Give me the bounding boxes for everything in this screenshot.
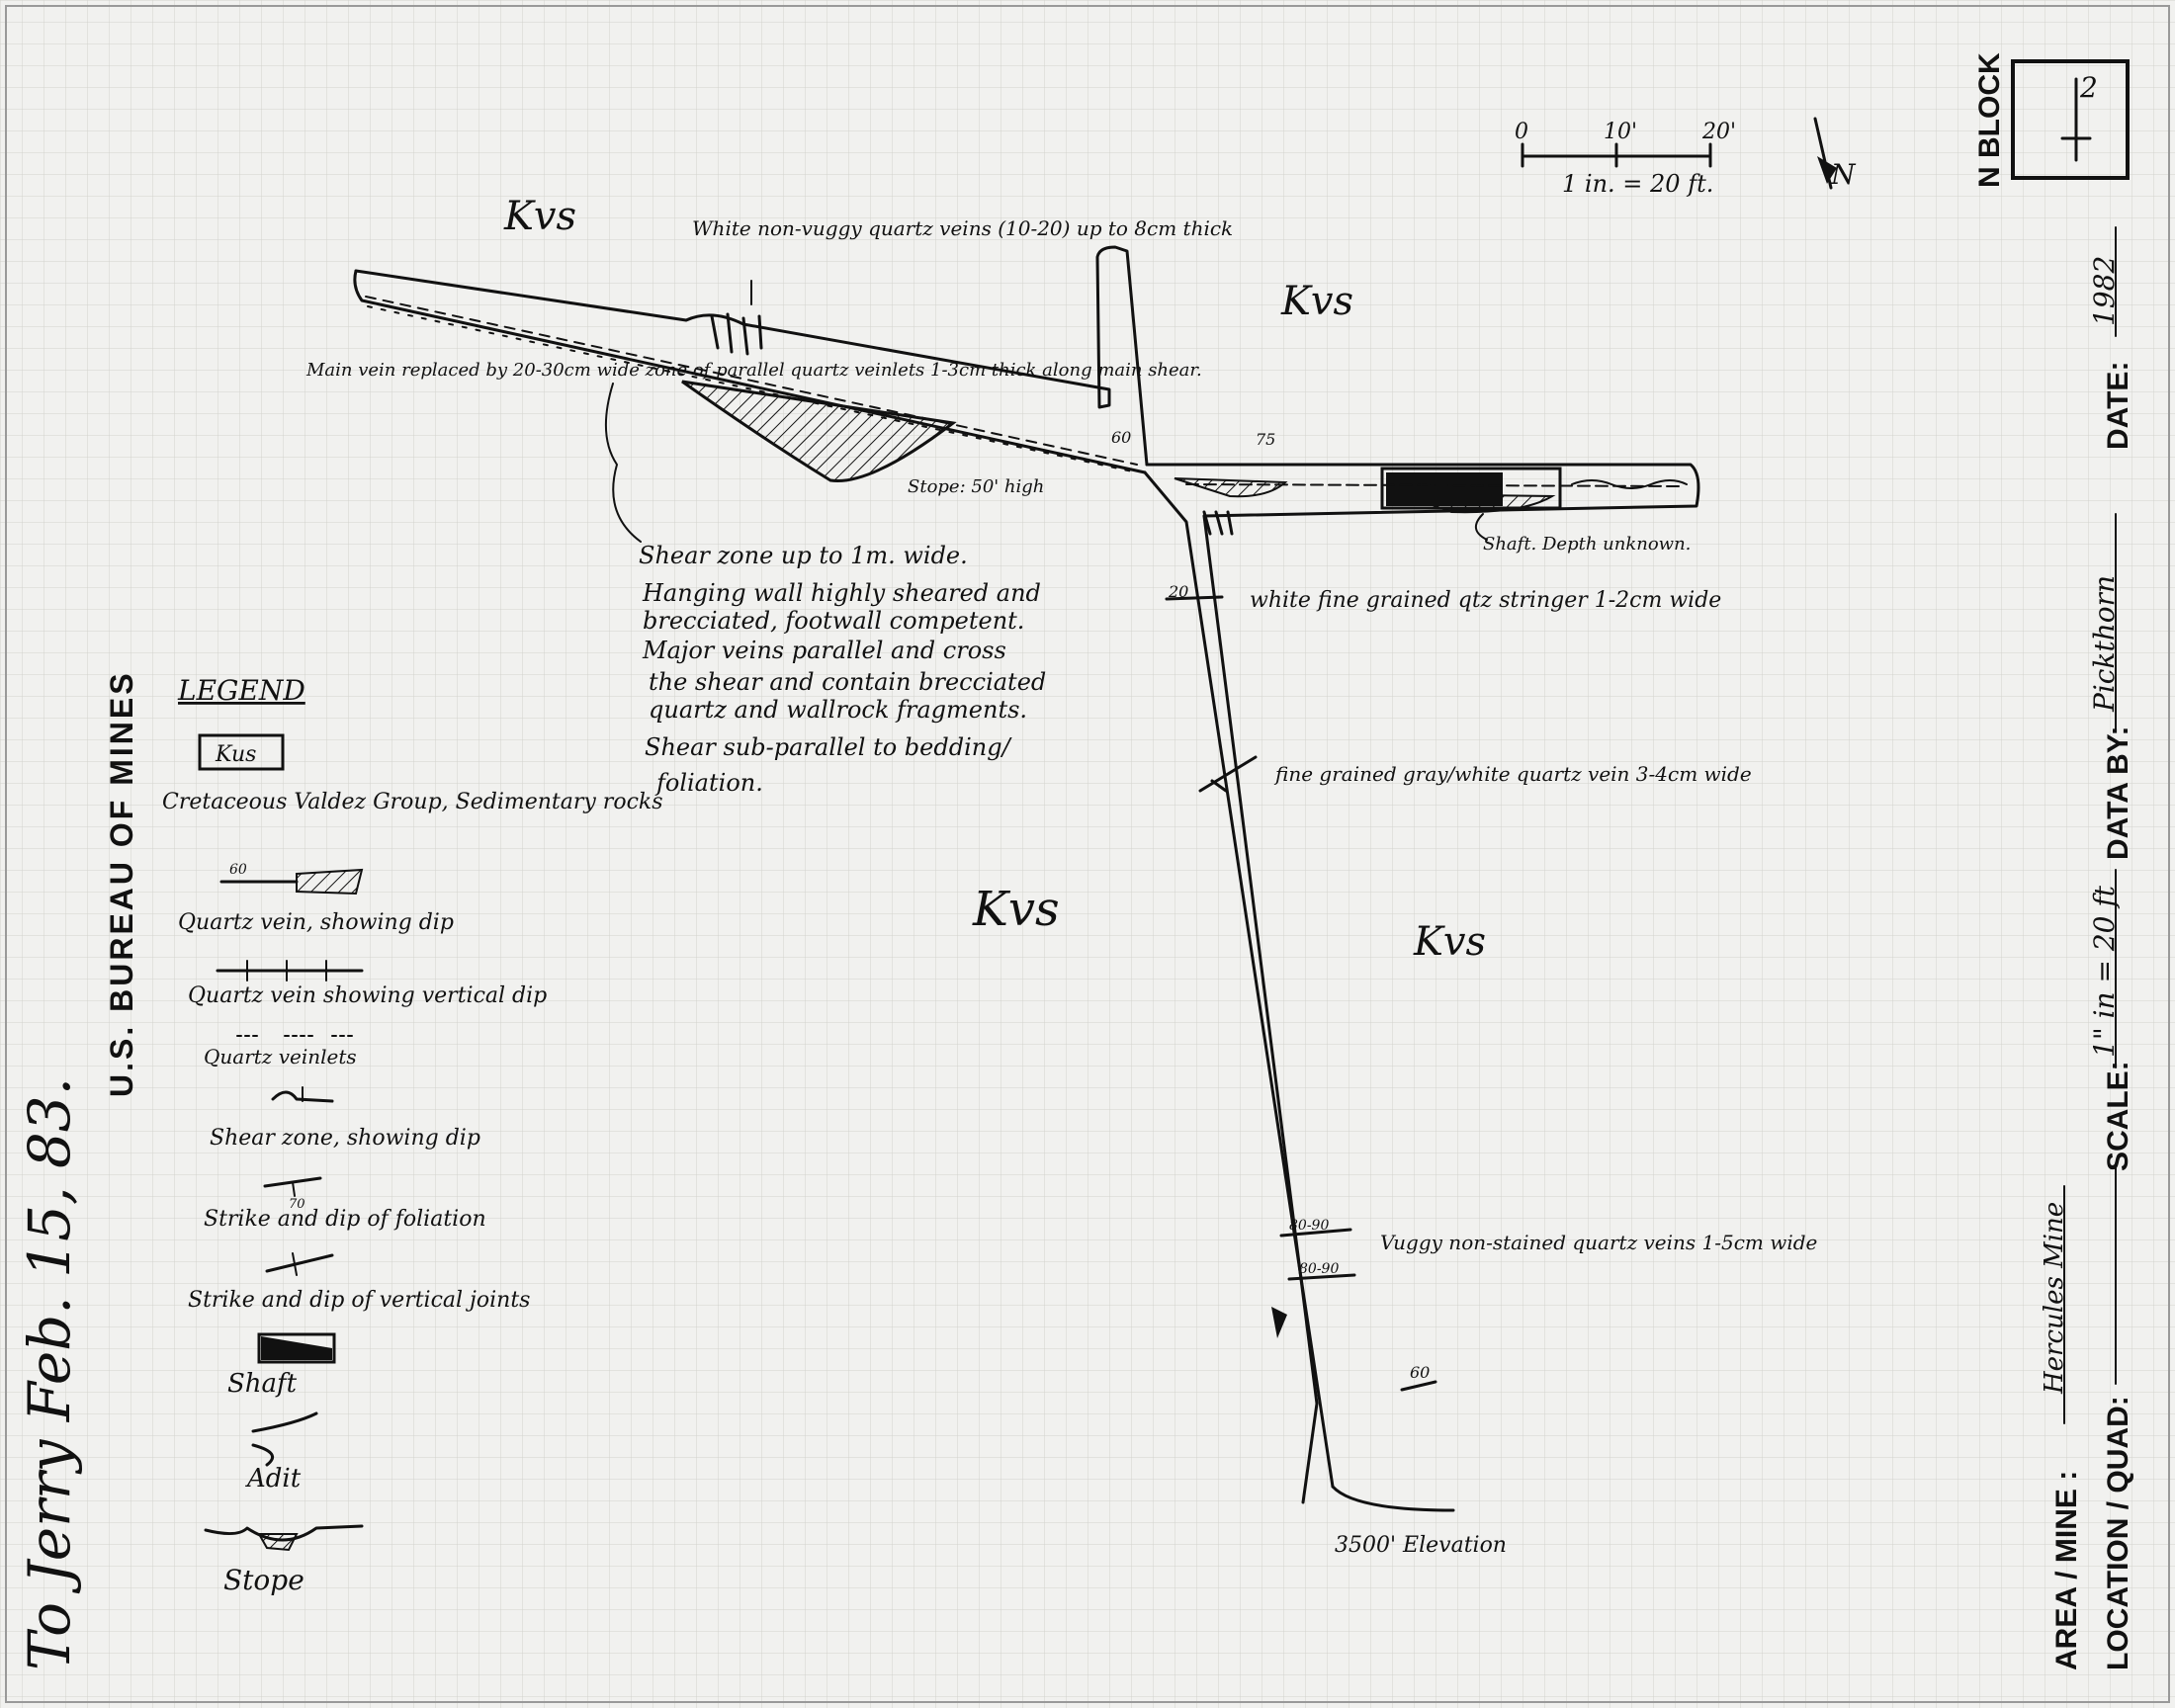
dip-label-75: 75 xyxy=(1256,430,1275,449)
legend-veinlets: Quartz veinlets xyxy=(204,1045,357,1068)
svg-text:70: 70 xyxy=(289,1197,305,1212)
vuggy-note: Vuggy non-stained quartz veins 1-5cm wid… xyxy=(1380,1231,1817,1254)
scale-tick-0: 0 xyxy=(1515,120,1528,144)
svg-text:60: 60 xyxy=(229,862,247,878)
stringer-note: white fine grained qtz stringer 1-2cm wi… xyxy=(1250,588,1721,613)
location-label: LOCATION / QUAD: xyxy=(2102,1396,2134,1670)
unit-label-2: Kvs xyxy=(1280,279,1353,324)
block-north-icon: 2 xyxy=(2060,71,2098,162)
shaft-symbol xyxy=(1380,467,1562,510)
north-arrow-icon: N xyxy=(1813,117,1857,191)
date-value: 1982 xyxy=(2088,256,2121,326)
dip-label-8090b: 80-90 xyxy=(1299,1261,1339,1277)
legend-shaft: Shaft xyxy=(227,1369,298,1399)
shear-line-5: the shear and contain brecciated xyxy=(649,668,1046,696)
scale-label: SCALE: xyxy=(2102,1061,2134,1171)
unit-label-1: Kvs xyxy=(503,194,576,239)
scale-bar: 0 10' 20' 1 in. = 20 ft. xyxy=(1515,120,1736,198)
unit-label-4: Kvs xyxy=(1413,919,1486,965)
legend-adit-icon xyxy=(251,1411,318,1467)
shear-line-7: Shear sub-parallel to bedding/ xyxy=(645,733,1013,761)
shear-line-1: Shear zone up to 1m. wide. xyxy=(639,542,968,569)
dip-label-60b: 60 xyxy=(1410,1363,1430,1382)
legend-unit-box-label: Kus xyxy=(215,742,256,767)
legend-vertical-vein: Quartz vein showing vertical dip xyxy=(188,983,547,1008)
legend-stope-icon xyxy=(204,1524,364,1552)
shaft-note: Shaft. Depth unknown. xyxy=(1483,534,1691,555)
dedication: To Jerry Feb. 15, 83. xyxy=(16,1077,83,1670)
shear-line-2: Hanging wall highly sheared and xyxy=(642,579,1041,607)
white-veins-note: White non-vuggy quartz veins (10-20) up … xyxy=(692,216,1233,240)
stope-note: Stope: 50' high xyxy=(908,476,1044,497)
legend-title: LEGEND xyxy=(177,674,305,707)
date-label: DATE: xyxy=(2102,362,2134,450)
legend-vertical-vein-icon xyxy=(216,960,364,982)
scale-tick-10: 10' xyxy=(1604,120,1637,144)
agency-title: U.S. BUREAU OF MINES xyxy=(104,670,139,1097)
north-label: N xyxy=(1830,158,1857,191)
legend-quartz-vein-icon: 60 xyxy=(219,862,364,896)
shear-zone-note: Shear zone up to 1m. wide. Hanging wall … xyxy=(639,542,1054,797)
dip-label-8090a: 80-90 xyxy=(1289,1218,1329,1234)
legend-unit-desc: Cretaceous Valdez Group, Sedimentary roc… xyxy=(162,790,663,814)
legend-shaft-icon xyxy=(257,1332,336,1364)
crosscut-drift xyxy=(1143,463,1700,1512)
block-box xyxy=(2011,59,2130,180)
scale-caption: 1 in. = 20 ft. xyxy=(1562,170,1713,198)
dip-label-60a: 60 xyxy=(1111,428,1131,447)
sheet-border xyxy=(5,5,2170,1703)
shear-line-3: brecciated, footwall competent. xyxy=(643,607,1024,635)
stope-upper xyxy=(681,380,957,483)
legend-joints: Strike and dip of vertical joints xyxy=(188,1288,530,1313)
dip-label-20: 20 xyxy=(1168,582,1188,601)
legend-shear: Shear zone, showing dip xyxy=(210,1126,480,1151)
main-vein-note: Main vein replaced by 20-30cm wide zone … xyxy=(305,360,1202,381)
legend-shear-icon xyxy=(271,1086,334,1103)
scale-value: 1" in = 20 ft xyxy=(2088,885,2121,1058)
elevation-note: 3500' Elevation xyxy=(1335,1533,1507,1558)
upper-drift xyxy=(353,245,1149,474)
svg-text:White non-vuggy quartz veins (: White non-vuggy quartz veins (10-20) up … xyxy=(692,216,1233,240)
block-label: N BLOCK xyxy=(1973,52,2006,188)
area-label: AREA / MINE : xyxy=(2050,1471,2083,1670)
legend-joints-icon xyxy=(265,1252,334,1276)
svg-text:2: 2 xyxy=(2079,71,2098,104)
legend-foliation: Strike and dip of foliation xyxy=(204,1207,486,1232)
annotation-leaders xyxy=(604,280,1488,543)
data-by-value: Pickthorn xyxy=(2088,575,2121,713)
legend: LEGEND Kus Cretaceous Valdez Group, Sedi… xyxy=(162,674,663,1596)
title-block: N BLOCK 2 DATE: 1982 DATA BY: Pickthorn … xyxy=(1973,52,2134,1670)
shear-line-4: Major veins parallel and cross xyxy=(642,637,1006,664)
shear-line-8: foliation. xyxy=(654,769,763,797)
legend-foliation-icon: 70 xyxy=(263,1176,322,1212)
white-veins-text: White non-vuggy quartz veins (10-20) up … xyxy=(692,216,1233,240)
legend-quartz-vein: Quartz vein, showing dip xyxy=(178,910,454,935)
unit-label-3: Kvs xyxy=(972,882,1060,937)
scale-tick-20: 20' xyxy=(1701,120,1736,144)
shear-line-6: quartz and wallrock fragments. xyxy=(649,696,1027,724)
legend-adit: Adit xyxy=(245,1464,302,1494)
legend-unit-box xyxy=(198,733,285,771)
gray-vein-note: fine grained gray/white quartz vein 3-4c… xyxy=(1273,762,1752,786)
legend-stope: Stope xyxy=(223,1564,304,1596)
data-by-label: DATA BY: xyxy=(2102,726,2134,860)
area-value: Hercules Mine xyxy=(2040,1202,2069,1395)
svg-text:Shear zone up to 1m. wide.: Shear zone up to 1m. wide. Hanging wall … xyxy=(639,542,1054,797)
vein-crossings xyxy=(710,312,1437,1392)
vein-traces xyxy=(365,296,1688,489)
